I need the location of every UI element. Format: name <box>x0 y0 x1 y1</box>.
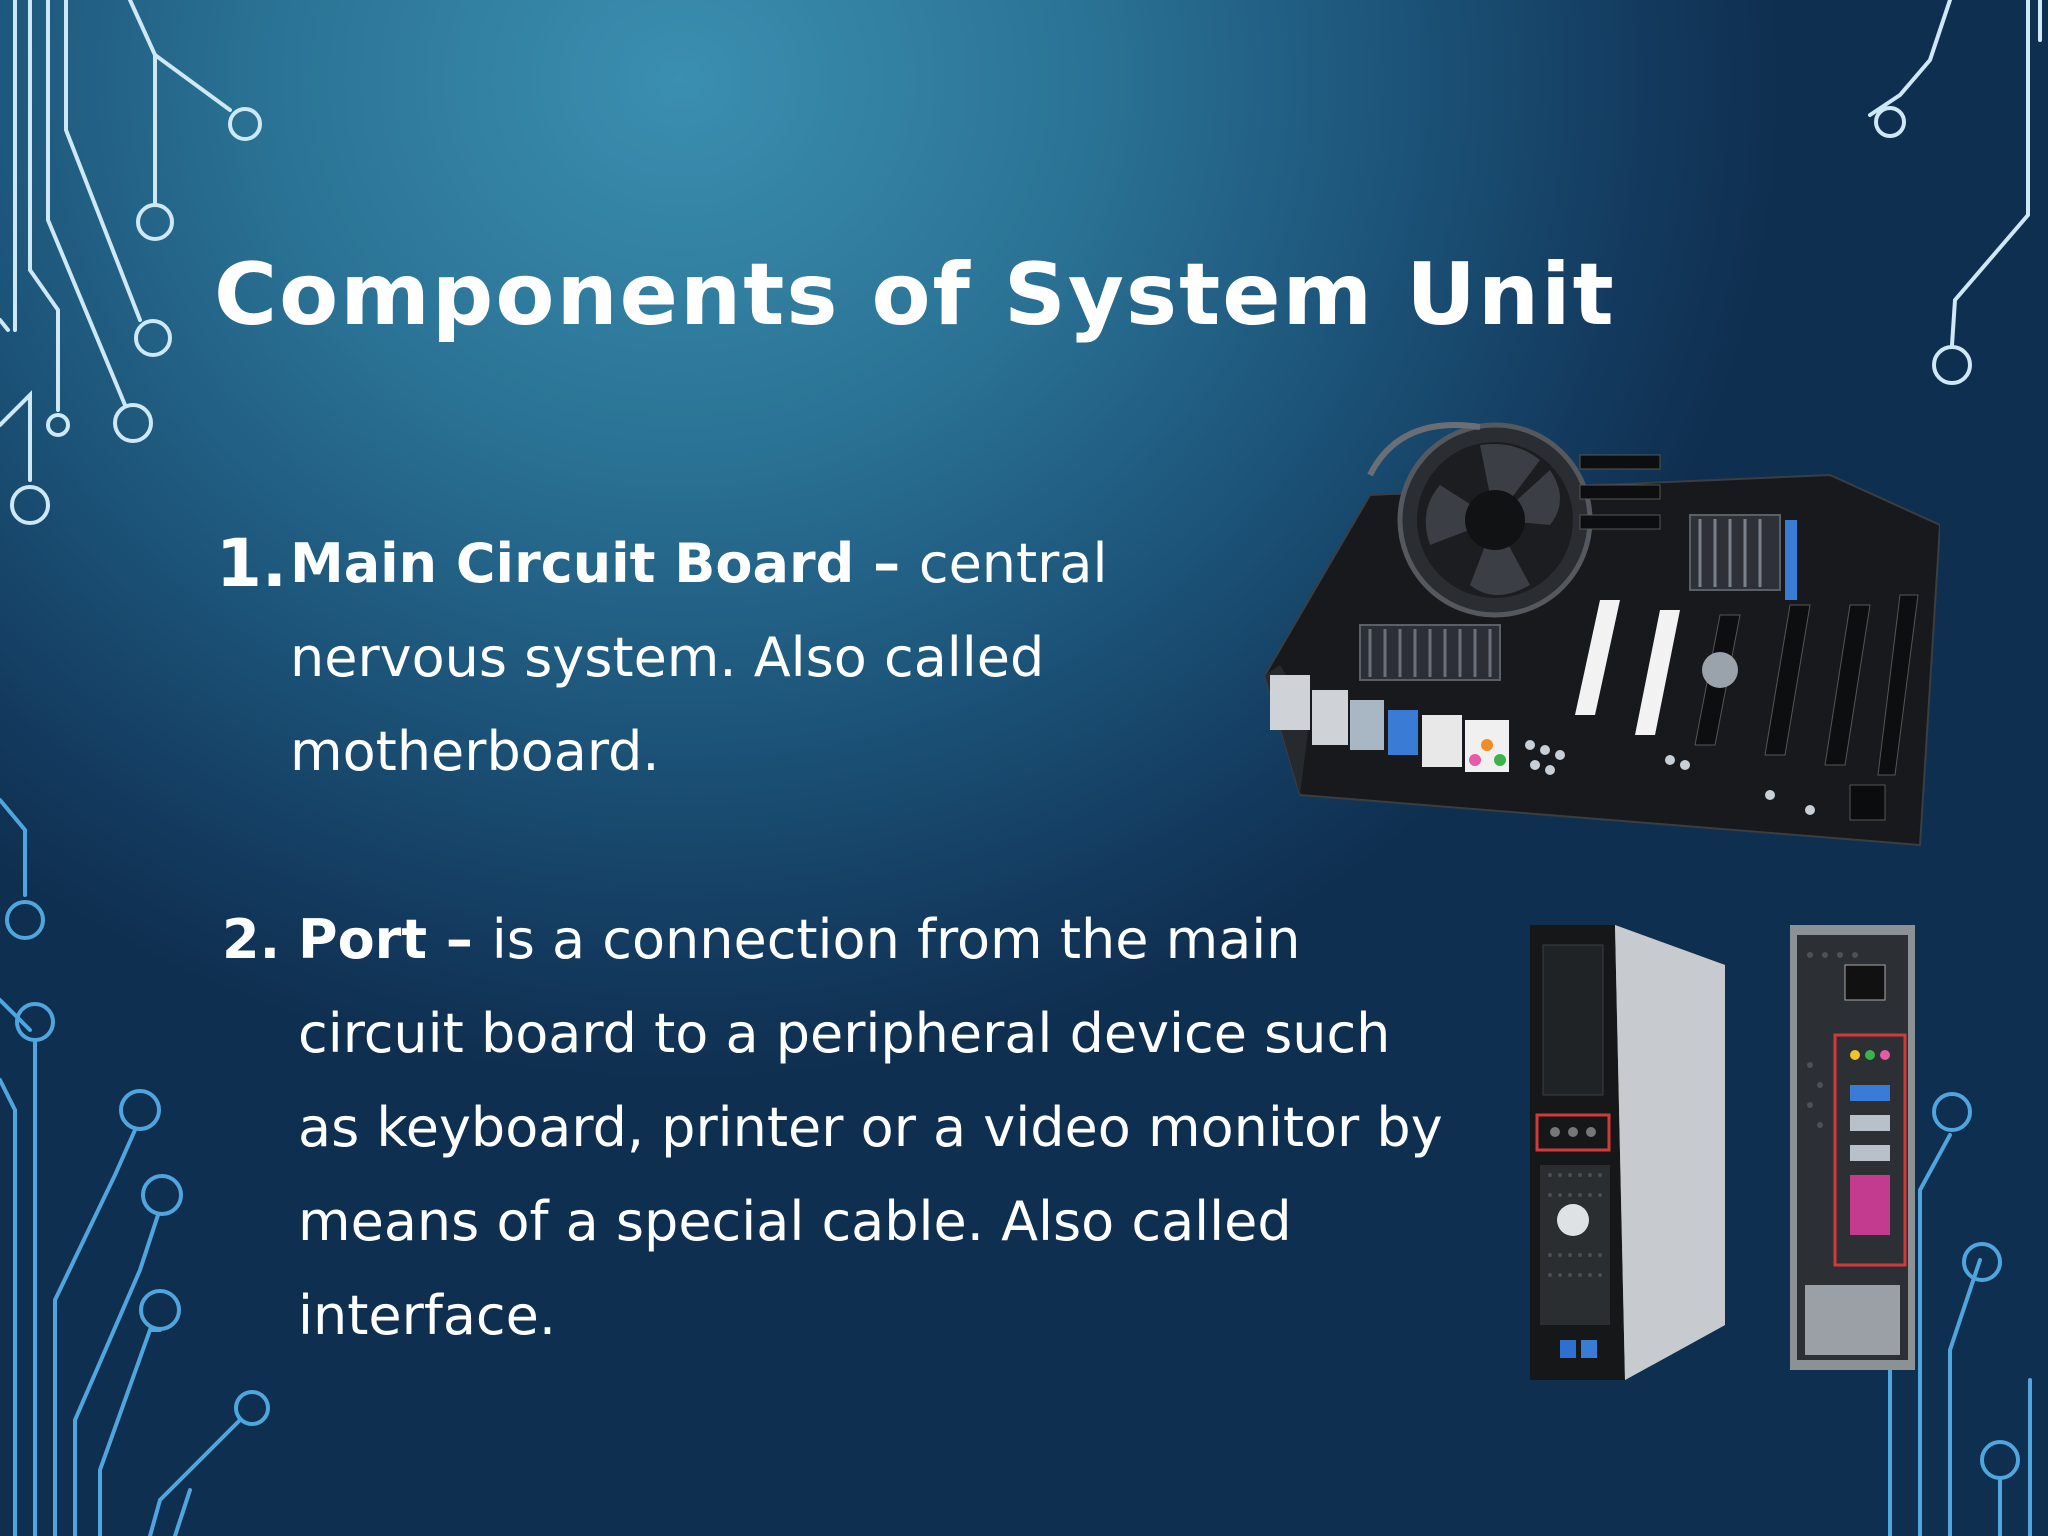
list-item-port: 2. Port – is a connection from the main … <box>222 893 1462 1363</box>
slide-title: Components of System Unit <box>214 245 1616 345</box>
list-item-body: Port – is a connection from the main cir… <box>298 893 1462 1363</box>
description-main-circuit-board: central nervous system. Also called moth… <box>290 532 1108 783</box>
term-port: Port <box>298 908 428 971</box>
list-number: 2. <box>222 908 281 971</box>
motherboard-image <box>1263 422 1940 847</box>
term-separator: – <box>427 908 492 971</box>
term-main-circuit-board: Main Circuit Board <box>290 532 855 595</box>
list-item-body: Main Circuit Board – central nervous sys… <box>290 517 1316 799</box>
list-item-main-circuit-board: 1. Main Circuit Board – central nervous … <box>216 517 1316 799</box>
term-separator: – <box>854 532 919 595</box>
list-number: 1. <box>216 525 287 602</box>
system-unit-image <box>1530 925 1915 1380</box>
description-port: is a connection from the main circuit bo… <box>298 908 1443 1347</box>
